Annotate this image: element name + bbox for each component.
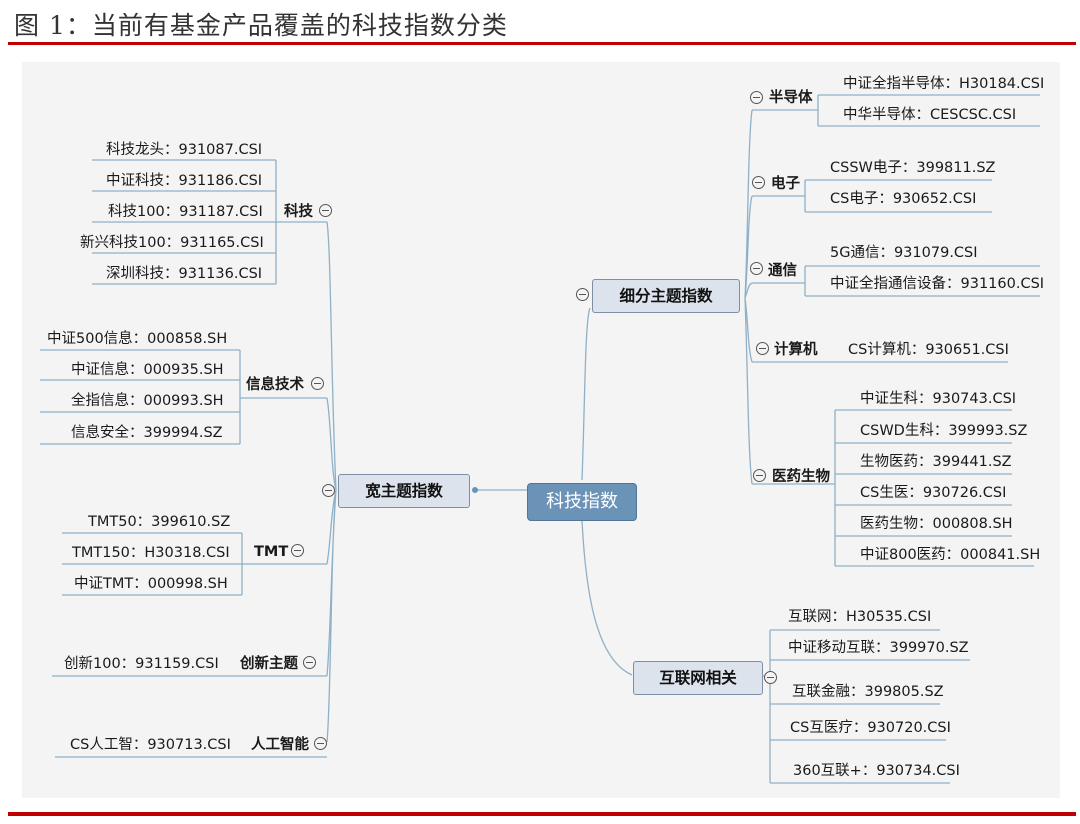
leaf-medbio-4: CS生医：930726.CSI <box>860 485 1007 501</box>
leaf-infotech-1: 中证500信息：000858.SH <box>47 331 228 347</box>
leaf-tmt-2: TMT150：H30318.CSI <box>72 545 230 561</box>
leaf-semi-1: 中证全指半导体：H30184.CSI <box>843 76 1045 92</box>
group-ai[interactable]: 人工智能 <box>251 737 309 753</box>
leaf-ai-1: CS人工智：930713.CSI <box>70 737 231 753</box>
group-medbio[interactable]: 医药生物 <box>772 469 830 485</box>
leaf-infotech-2: 中证信息：000935.SH <box>71 362 224 378</box>
leaf-medbio-3: 生物医药：399441.SZ <box>860 454 1012 470</box>
connector-elec <box>752 179 992 213</box>
leaf-elec-1: CSSW电子：399811.SZ <box>830 160 996 176</box>
figure-caption: 图 1：当前有基金产品覆盖的科技指数分类 <box>14 11 508 40</box>
connector-dot <box>472 487 478 493</box>
bottom-divider <box>8 812 1076 816</box>
collapse-toggle-icon[interactable] <box>303 656 316 669</box>
leaf-tech-5: 深圳科技：931136.CSI <box>106 266 263 282</box>
topic-broad[interactable]: 宽主题指数 <box>338 474 470 508</box>
leaf-elec-2: CS电子：930652.CSI <box>830 191 977 207</box>
leaf-semi-2: 中华半导体：CESCSC.CSI <box>843 107 1017 123</box>
group-innovation[interactable]: 创新主题 <box>240 656 298 672</box>
topic-internet[interactable]: 互联网相关 <box>633 661 763 695</box>
leaf-medbio-6: 中证800医药：000841.SH <box>860 547 1041 563</box>
collapse-toggle-icon[interactable] <box>322 484 335 497</box>
group-tmt[interactable]: TMT <box>254 544 289 560</box>
collapse-toggle-icon[interactable] <box>756 342 769 355</box>
connector-trunk-left <box>326 221 337 743</box>
collapse-toggle-icon[interactable] <box>314 737 327 750</box>
group-infotech[interactable]: 信息技术 <box>246 377 304 393</box>
collapse-toggle-icon[interactable] <box>750 262 763 275</box>
leaf-internet-4: CS互医疗：930720.CSI <box>790 720 951 736</box>
connector-sub-trunk <box>744 109 753 485</box>
leaf-tmt-1: TMT50：399610.SZ <box>88 514 231 530</box>
collapse-toggle-icon[interactable] <box>576 288 589 301</box>
group-elec[interactable]: 电子 <box>771 176 800 192</box>
leaf-tech-4: 新兴科技100：931165.CSI <box>80 235 264 251</box>
connector-tmt <box>62 532 327 596</box>
connector-semi <box>752 94 1040 127</box>
collapse-toggle-icon[interactable] <box>764 671 777 684</box>
group-telecom[interactable]: 通信 <box>768 263 797 279</box>
connector-tech <box>92 159 327 285</box>
connector-center-right <box>581 307 633 676</box>
leaf-telecom-2: 中证全指通信设备：931160.CSI <box>830 276 1045 292</box>
leaf-tmt-3: 中证TMT：000998.SH <box>74 576 228 592</box>
leaf-internet-3: 互联金融：399805.SZ <box>792 684 944 700</box>
connector-infotech <box>40 349 327 445</box>
group-tech[interactable]: 科技 <box>284 204 313 220</box>
leaf-internet-5: 360互联+：930734.CSI <box>793 763 960 779</box>
leaf-telecom-1: 5G通信：931079.CSI <box>830 245 978 261</box>
connector-telecom <box>752 265 1040 297</box>
leaf-medbio-1: 中证生科：930743.CSI <box>860 391 1017 407</box>
collapse-toggle-icon[interactable] <box>311 377 324 390</box>
leaf-medbio-2: CSWD生科：399993.SZ <box>860 423 1028 439</box>
leaf-infotech-4: 信息安全：399994.SZ <box>71 425 223 441</box>
collapse-toggle-icon[interactable] <box>753 469 766 482</box>
group-computer[interactable]: 计算机 <box>774 342 818 358</box>
leaf-innovation-1: 创新100：931159.CSI <box>64 656 219 672</box>
mindmap-canvas <box>22 62 1060 798</box>
collapse-toggle-icon[interactable] <box>291 544 304 557</box>
collapse-toggle-icon[interactable] <box>752 176 765 189</box>
leaf-internet-1: 互联网：H30535.CSI <box>788 609 932 625</box>
topic-sub[interactable]: 细分主题指数 <box>592 279 740 313</box>
top-divider <box>8 42 1076 45</box>
center-node[interactable]: 科技指数 <box>527 483 637 521</box>
connector-medbio <box>752 409 1034 567</box>
group-semi[interactable]: 半导体 <box>769 90 813 106</box>
collapse-toggle-icon[interactable] <box>750 91 763 104</box>
leaf-internet-2: 中证移动互联：399970.SZ <box>788 640 969 656</box>
leaf-medbio-5: 医药生物：000808.SH <box>860 516 1013 532</box>
leaf-tech-2: 中证科技：931186.CSI <box>106 173 263 189</box>
collapse-toggle-icon[interactable] <box>319 204 332 217</box>
leaf-tech-3: 科技100：931187.CSI <box>108 204 263 220</box>
leaf-infotech-3: 全指信息：000993.SH <box>71 393 224 409</box>
leaf-tech-1: 科技龙头：931087.CSI <box>106 142 263 158</box>
leaf-computer-1: CS计算机：930651.CSI <box>848 342 1009 358</box>
